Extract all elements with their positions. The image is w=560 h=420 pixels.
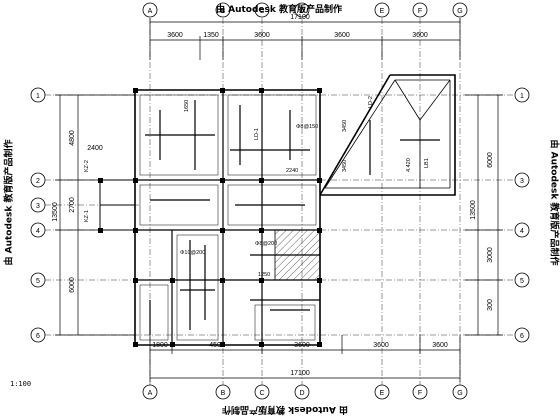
left-dimension-chain	[55, 94, 135, 336]
dim-right-seg-1: 6000	[487, 152, 494, 168]
axis-bottom-d: D	[299, 390, 304, 397]
watermark-top: 由 Autodesk 教育版产品制作	[216, 5, 343, 15]
dim-top-seg-4: 3600	[334, 32, 350, 39]
dim-left-total: 13500	[52, 202, 59, 222]
axis-bottom-f: F	[418, 390, 422, 397]
axis-top-d: D	[299, 8, 304, 15]
dim-top-seg-5: 3600	[412, 32, 428, 39]
dim-left-seg-3: 6000	[69, 277, 76, 293]
interior-beams	[135, 90, 320, 345]
label-rebar-2: Φ10@200	[180, 250, 205, 256]
axis-bottom-a: A	[148, 390, 153, 397]
axis-top-a: A	[148, 8, 153, 15]
axis-right-6: 6	[520, 333, 524, 340]
axis-top-e: E	[380, 8, 385, 15]
label-ld1: LD-1	[254, 128, 260, 140]
right-axis-bubbles	[514, 87, 530, 343]
label-span-4: 3450	[342, 120, 348, 132]
label-kz2: KZ-2	[84, 160, 90, 172]
left-porch	[99, 179, 136, 231]
watermark-bottom: 由 Autodesk 教育版产品制作	[222, 404, 349, 414]
axis-left-4: 4	[36, 228, 40, 235]
axis-left-2: 2	[36, 178, 40, 185]
axis-right-3: 3	[520, 178, 524, 185]
dim-left-seg-1: 4800	[69, 130, 76, 146]
axis-left-1: 1	[36, 93, 40, 100]
dim-right-total: 13500	[470, 200, 477, 220]
dim-top-seg-3: 3600	[254, 32, 270, 39]
dim-bottom-seg-5: 3600	[432, 342, 448, 349]
roof-lines	[324, 79, 451, 189]
axis-right-4: 4	[520, 228, 524, 235]
dim-bottom-total: 17100	[290, 370, 310, 377]
label-span-3: 2240	[286, 168, 298, 174]
axis-bottom-b: B	[221, 390, 226, 397]
axis-top-b: B	[221, 8, 226, 15]
grid-lines	[45, 18, 515, 385]
top-axis-bubbles	[142, 2, 468, 18]
scale-note: 1:100	[10, 380, 32, 388]
label-kz1: KZ-1	[84, 210, 90, 222]
label-ld2: LD-2	[368, 96, 374, 108]
left-axis-bubbles	[30, 87, 46, 343]
axis-left-3: 3	[36, 203, 40, 210]
slab-outlines	[139, 94, 317, 341]
axis-bottom-e: E	[380, 390, 385, 397]
label-lb1: LB1	[424, 158, 430, 168]
watermark-left: 由 Autodesk 教育版产品制作	[4, 139, 15, 266]
dim-top-seg-2: 1350	[203, 32, 219, 39]
label-span-2: 1650	[184, 100, 190, 112]
stair-hatch	[274, 229, 321, 281]
dim-right-seg-3: 300	[487, 299, 494, 311]
label-span-6: 3450	[342, 160, 348, 172]
axis-top-g: G	[457, 8, 462, 15]
axis-left-5: 5	[36, 278, 40, 285]
dim-right-seg-2: 3000	[487, 247, 494, 263]
axis-right-5: 5	[520, 278, 524, 285]
axis-bottom-c: C	[259, 390, 264, 397]
dim-top-seg-1: 3600	[167, 32, 183, 39]
dim-top-total: 17100	[290, 14, 310, 21]
label-span-5: 4.420	[406, 158, 412, 172]
label-rebar-1: Φ8@150	[296, 124, 318, 130]
axis-top-f: F	[418, 8, 422, 15]
building-outline	[134, 74, 456, 346]
watermark-right: 由 Autodesk 教育版产品制作	[548, 139, 559, 266]
axis-left-6: 6	[36, 333, 40, 340]
dim-bottom-seg-4: 3600	[373, 342, 389, 349]
dim-left-local: 2400	[87, 145, 103, 152]
top-dimension-chain	[149, 18, 461, 60]
rebar-lines	[145, 100, 440, 335]
columns	[98, 88, 322, 347]
label-rebar-3: Φ8@200	[255, 241, 277, 247]
axis-bottom-g: G	[457, 390, 462, 397]
axis-top-c: C	[259, 8, 264, 15]
axis-right-1: 1	[520, 93, 524, 100]
label-span-1: 1250	[258, 272, 270, 278]
